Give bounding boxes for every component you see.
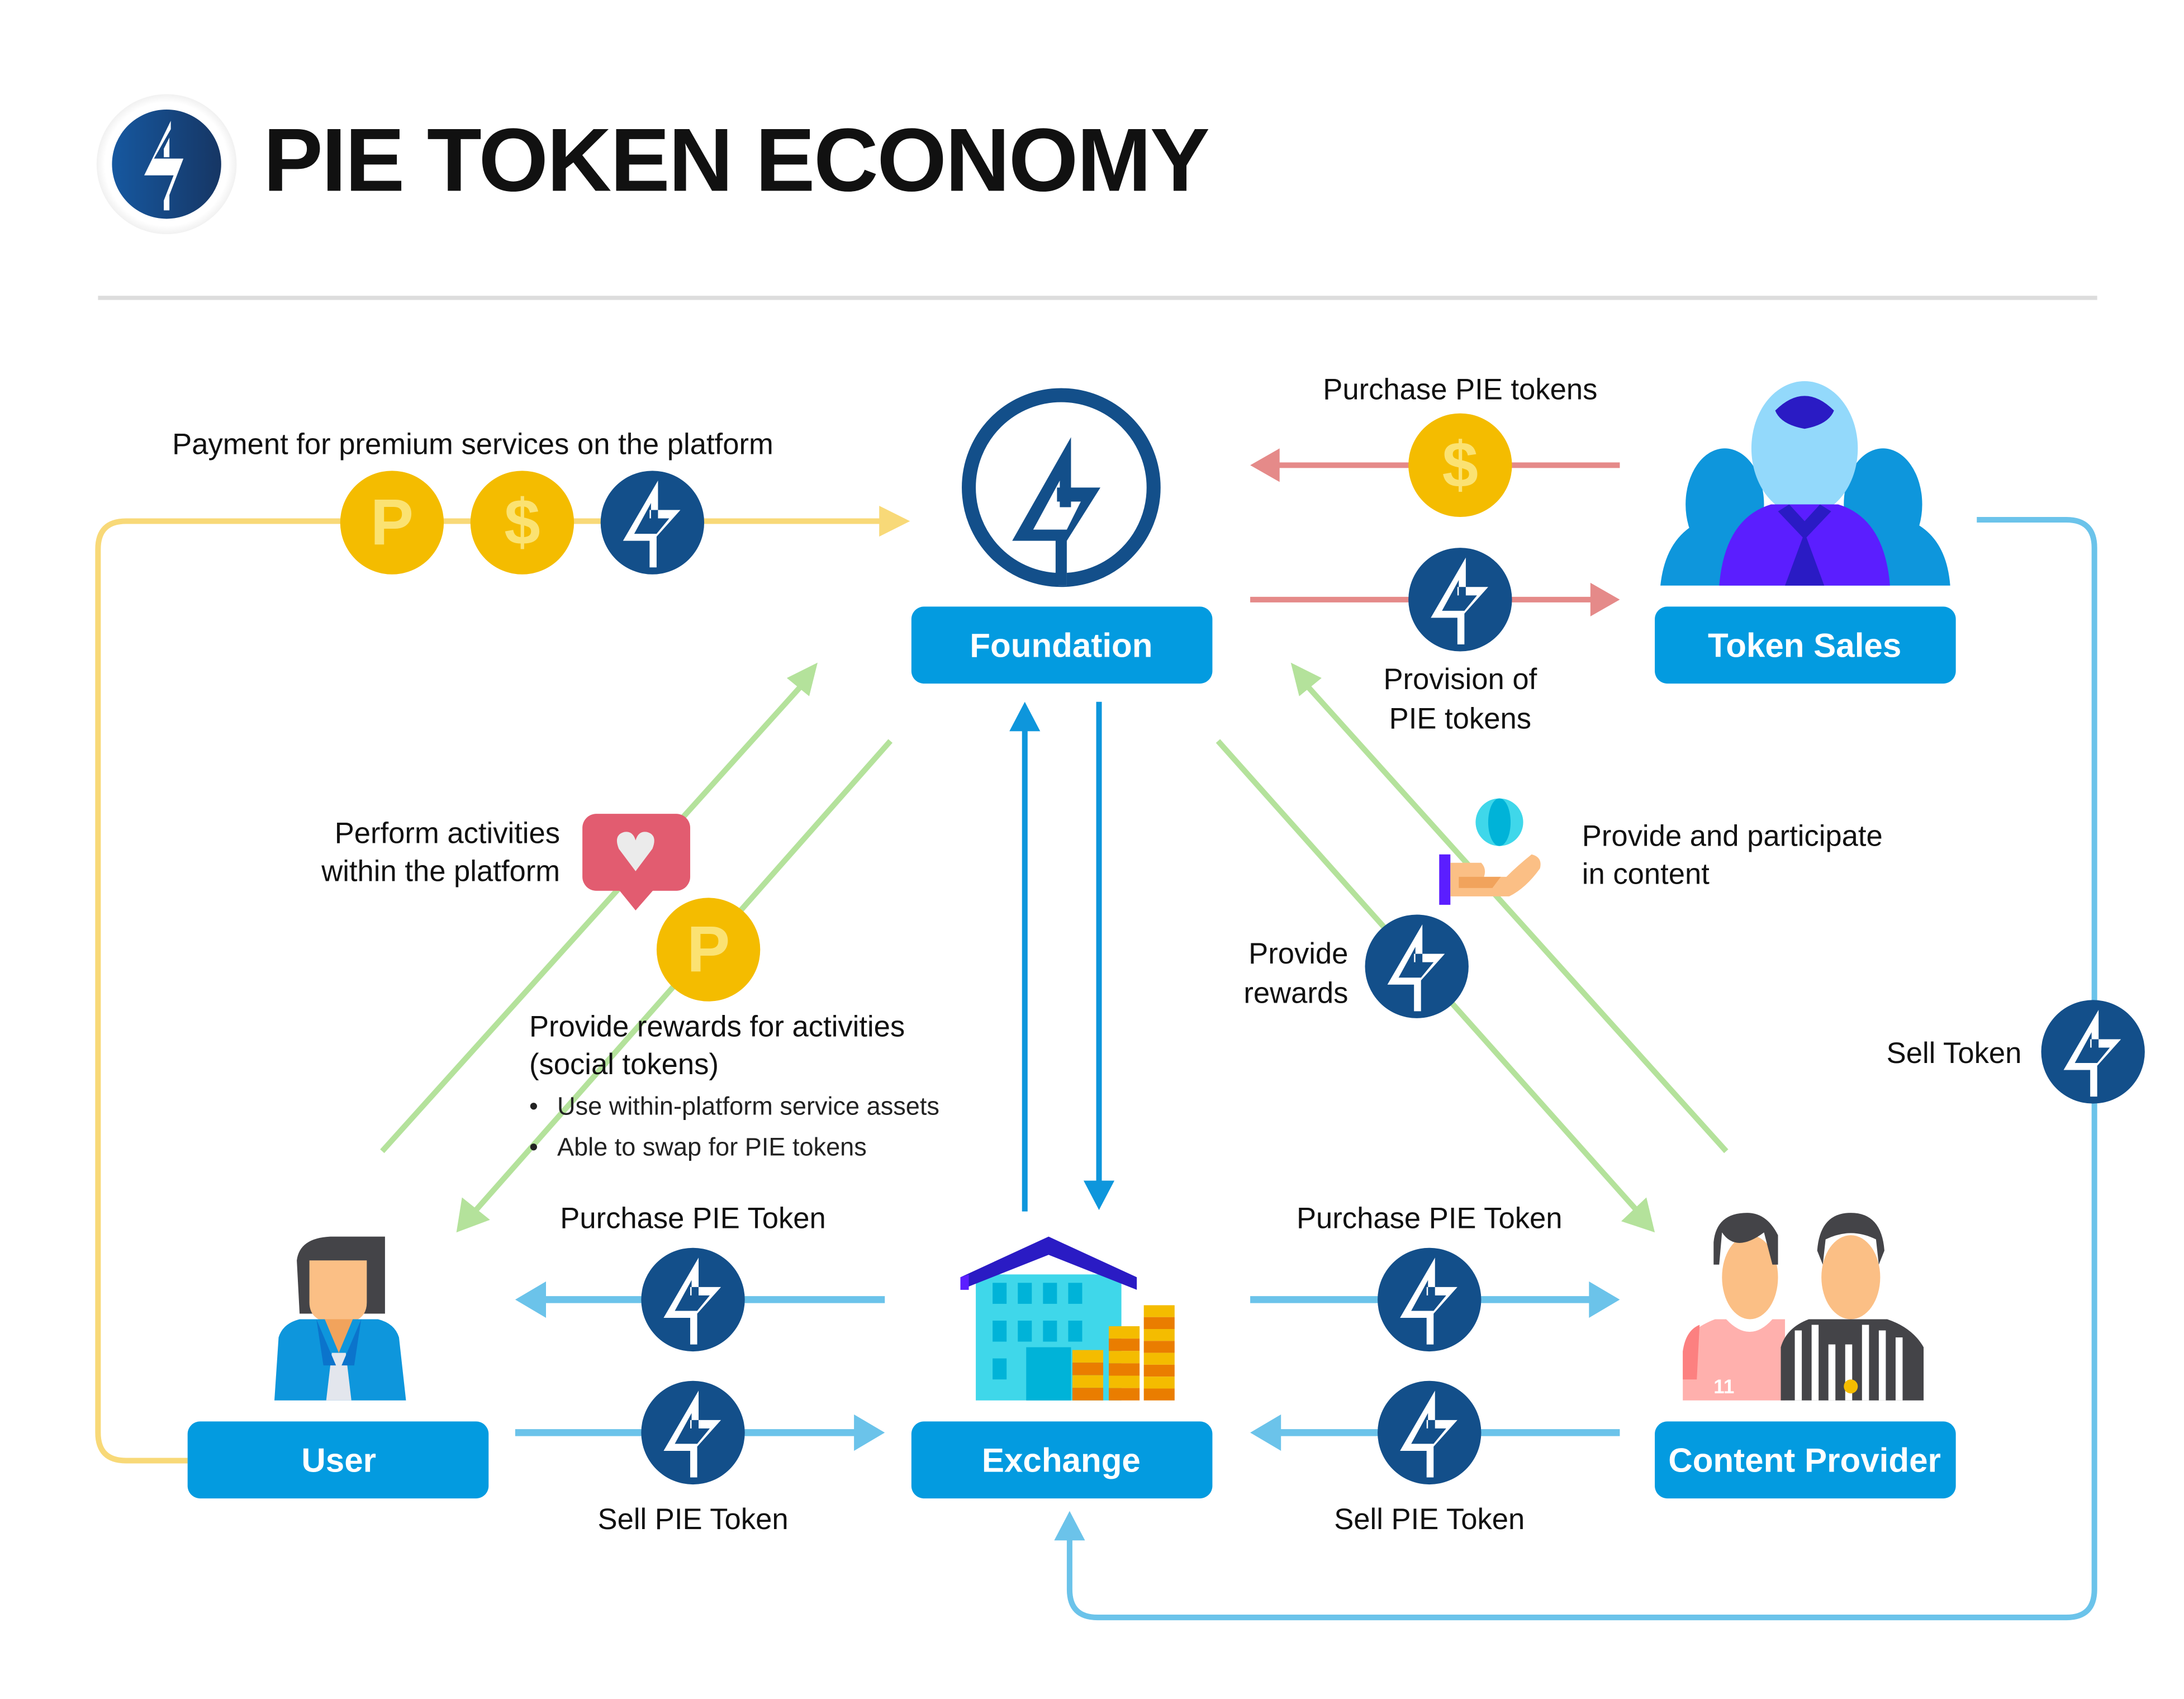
coin-stack-segment <box>1109 1339 1140 1351</box>
token-sales-label: Token Sales <box>1708 627 1901 665</box>
pie-token-icon <box>641 1380 745 1485</box>
coin-stack-segment <box>1072 1388 1104 1401</box>
dollar-coin-icon: $ <box>1408 413 1512 518</box>
social-rewards-label-line1: Provide rewards for activities <box>529 1010 905 1043</box>
coin-stack-segment <box>1072 1350 1104 1363</box>
coin-stack-segment <box>1143 1388 1175 1401</box>
token-coins: P $ $ P <box>340 413 2145 1485</box>
crowd-icon <box>1660 381 1950 586</box>
exchange-node[interactable]: Exchange <box>911 1236 1213 1499</box>
token-sales-box[interactable] <box>1655 606 1956 684</box>
coin-stack-segment <box>1109 1351 1140 1364</box>
user-label: User <box>301 1442 376 1479</box>
cp-sell-label: Sell PIE Token <box>1334 1503 1525 1536</box>
content-provider-label: Content Provider <box>1668 1442 1941 1479</box>
coin-stack-segment <box>1109 1375 1140 1388</box>
exchange-to-foundation-arrow <box>1009 701 1041 1212</box>
coin-stack-segment <box>1109 1363 1140 1376</box>
exchange-label: Exchange <box>982 1442 1141 1479</box>
coin-stacks <box>1072 1305 1175 1401</box>
svg-text:11: 11 <box>1713 1376 1734 1398</box>
header: PIE TOKEN ECONOMY <box>96 94 2097 300</box>
coin-stack-segment <box>1072 1375 1104 1388</box>
sell-token-label: Sell Token <box>1887 1037 2022 1070</box>
coin-stack-segment <box>1143 1317 1175 1330</box>
pie-token-icon <box>1408 548 1512 652</box>
coin-stack-segment <box>1143 1364 1175 1377</box>
user-box[interactable] <box>187 1421 489 1499</box>
sell-token-loop-arrow <box>1054 517 2097 1621</box>
person-icon <box>274 1236 406 1401</box>
purchase-tokens-label: Purchase PIE tokens <box>1323 373 1597 406</box>
provide-rewards-label-line2: rewards <box>1243 976 1348 1009</box>
coin-stack-segment <box>1143 1341 1175 1353</box>
foundation-to-exchange-arrow <box>1083 701 1115 1211</box>
payment-label: Payment for premium services on the plat… <box>172 428 773 461</box>
activities-label-line1: Perform activities <box>335 817 560 850</box>
social-rewards-bullet-1: Use within-platform service assets <box>557 1092 939 1121</box>
content-provider-node[interactable]: 11 Content Provider <box>1655 1213 1956 1499</box>
coin-stack-segment <box>1109 1388 1140 1401</box>
svg-text:P: P <box>371 486 414 558</box>
pie-token-icon <box>1378 1380 1482 1485</box>
activities-arrow <box>380 662 818 1154</box>
activities-label-line2: within the platform <box>321 855 560 888</box>
pie-token-icon <box>2041 1000 2145 1104</box>
athlete-referee-icon: 11 <box>1683 1213 1924 1401</box>
user-purchase-label: Purchase PIE Token <box>560 1202 826 1235</box>
coin-stack-segment <box>1143 1329 1175 1341</box>
pie-token-icon <box>641 1247 745 1352</box>
p-coin-icon: P <box>340 471 444 575</box>
page-title: PIE TOKEN ECONOMY <box>263 110 1209 210</box>
user-node[interactable]: User <box>187 1236 489 1499</box>
provide-content-label-line1: Provide and participate <box>1582 820 1883 853</box>
coin-stack-segment <box>1143 1352 1175 1365</box>
coin-stack-segment <box>1109 1326 1140 1339</box>
cp-purchase-label: Purchase PIE Token <box>1297 1202 1563 1235</box>
pie-token-icon <box>1378 1247 1482 1352</box>
svg-text:P: P <box>687 913 730 985</box>
user-sell-label: Sell PIE Token <box>597 1503 788 1536</box>
pie-token-bolt-icon <box>144 121 184 211</box>
coin-stack-segment <box>1072 1363 1104 1375</box>
coin-stack-segment <box>1143 1305 1175 1317</box>
social-rewards-label-line2: (social tokens) <box>529 1048 719 1081</box>
foundation-box[interactable] <box>911 606 1213 684</box>
provide-content-arrow <box>1290 662 1729 1154</box>
hand-globe-icon <box>1439 798 1541 905</box>
social-rewards-bullet-dot: • <box>529 1092 538 1121</box>
heart-speech-bubble-icon <box>582 814 691 910</box>
token-sales-node[interactable]: Token Sales <box>1655 381 1956 684</box>
svg-text:$: $ <box>504 486 540 558</box>
pie-token-icon <box>600 471 705 575</box>
pie-token-ring-icon <box>962 388 1161 587</box>
content-provider-box[interactable] <box>1655 1421 1956 1499</box>
pie-token-icon <box>1365 914 1469 1018</box>
provide-content-label-line2: in content <box>1582 857 1710 890</box>
coin-stack-segment <box>1143 1377 1175 1389</box>
p-coin-icon: P <box>656 898 761 1002</box>
svg-text:$: $ <box>1442 428 1478 501</box>
header-divider <box>98 296 2097 300</box>
provision-label-line1: Provision of <box>1383 663 1537 696</box>
foundation-label: Foundation <box>970 627 1152 665</box>
logo <box>96 94 237 234</box>
bank-building-coins-icon <box>960 1236 1175 1401</box>
payment-flow-arrow <box>95 505 910 1464</box>
provide-rewards-label-line1: Provide <box>1248 937 1348 970</box>
provision-label-line2: PIE tokens <box>1389 702 1531 735</box>
social-rewards-bullet-2: Able to swap for PIE tokens <box>557 1132 867 1161</box>
dollar-coin-icon: $ <box>470 471 575 575</box>
social-rewards-bullet-dot: • <box>529 1132 538 1161</box>
exchange-box[interactable] <box>911 1421 1213 1499</box>
foundation-node[interactable]: Foundation <box>911 388 1213 684</box>
